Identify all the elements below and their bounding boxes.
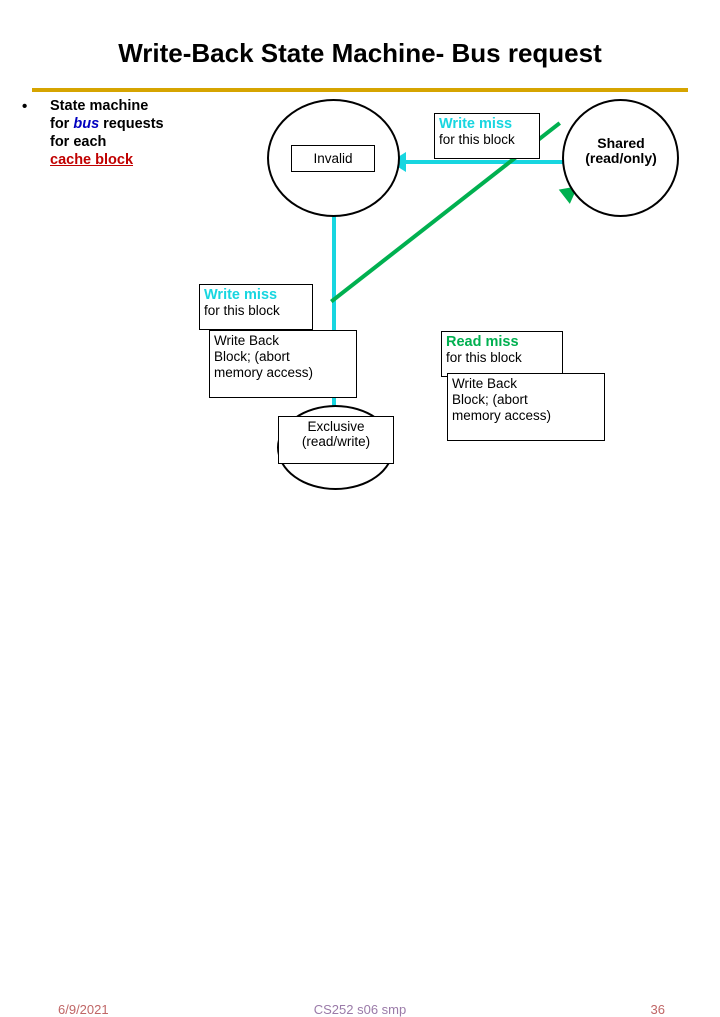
page-title: Write-Back State Machine- Bus request <box>118 38 602 68</box>
callout-write-miss-top-head: Write miss <box>439 116 513 132</box>
callout-read-miss-sub: for this block <box>446 350 522 365</box>
slide-canvas: Write-Back State Machine- Bus request • … <box>0 38 720 1017</box>
bullet-dot: • <box>22 98 28 115</box>
callout-write-miss-left: Write miss for this block <box>199 284 313 330</box>
callout-read-miss-head: Read miss <box>446 334 519 350</box>
callout-write-back-left-line3: memory access) <box>214 365 314 380</box>
callout-write-miss-left-head: Write miss <box>204 287 278 303</box>
callout-write-back-left-line2: Block; (abort <box>214 349 290 364</box>
callout-write-back-left-line1: Write Back <box>214 333 280 348</box>
callout-write-miss-left-sub: for this block <box>204 303 280 318</box>
bullet-line-4-emphasis: cache block <box>50 152 134 168</box>
state-exclusive-label-line1: Exclusive <box>307 419 365 434</box>
callout-write-back-right-line2: Block; (abort <box>452 392 528 407</box>
state-exclusive-label-line2: (read/write) <box>301 434 371 449</box>
state-exclusive-label: Exclusive (read/write) <box>278 416 394 464</box>
callout-write-back-left: Write Back Block; (abort memory access) <box>209 330 357 398</box>
bullet-line-3: for each <box>50 134 107 150</box>
bullet-line-2-suffix: requests <box>99 116 164 132</box>
state-invalid-label: Invalid <box>291 145 375 172</box>
arrow-exclusive-to-invalid-line <box>332 212 336 434</box>
state-shared-ellipse[interactable] <box>562 99 679 217</box>
callout-write-miss-top: Write miss for this block <box>434 113 540 159</box>
bullet-text: State machine for bus requests for each … <box>50 97 280 169</box>
bullet-line-2-emphasis: bus <box>73 116 100 132</box>
callout-write-miss-top-sub: for this block <box>439 132 515 147</box>
callout-write-back-right-line3: memory access) <box>452 408 552 423</box>
footer: 6/9/2021 CS252 s06 smp 36 <box>0 500 720 1017</box>
state-shared-label-line1: Shared <box>597 135 645 151</box>
callout-read-miss: Read miss for this block <box>441 331 563 377</box>
title-divider <box>32 88 688 92</box>
callout-write-back-right: Write Back Block; (abort memory access) <box>447 373 605 441</box>
bullet-line-4: cache block <box>50 151 280 169</box>
state-shared-label: Shared (read/only) <box>564 134 678 168</box>
bullet-line-2-prefix: for <box>50 116 74 132</box>
callout-write-back-right-line1: Write Back <box>452 376 518 391</box>
bullet-line-2: for bus requests <box>50 115 280 133</box>
footer-center-text: CS252 s06 smp <box>313 1002 407 1017</box>
bullet-line-1: State machine <box>50 98 149 114</box>
footer-page-number: 36 <box>650 1002 665 1017</box>
arrow-shared-to-invalid-line <box>404 160 572 164</box>
state-shared-label-line2: (read/only) <box>585 150 657 166</box>
